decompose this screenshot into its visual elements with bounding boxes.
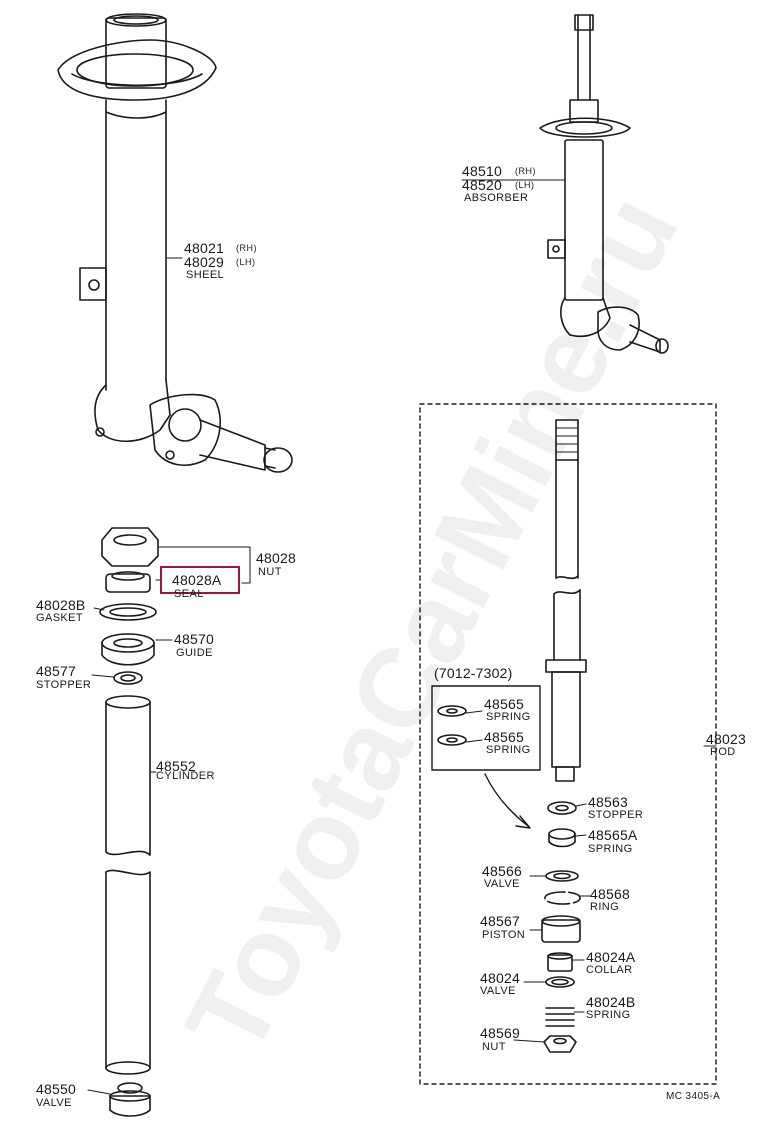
nut-top-number: 48028 xyxy=(256,550,296,566)
collar-name: COLLAR xyxy=(586,964,633,976)
absorber-rh-side: (RH) xyxy=(515,166,536,176)
absorber-name: ABSORBER xyxy=(464,192,529,204)
seal-name: SEAL xyxy=(174,588,204,600)
valve-bottom-number: 48550 xyxy=(36,1081,76,1097)
valve2-name: VALVE xyxy=(484,878,520,890)
gasket-number: 48028B xyxy=(36,597,86,613)
valve3-number: 48024 xyxy=(480,970,520,986)
piston-number: 48567 xyxy=(480,913,520,929)
shell-drawing xyxy=(57,13,293,473)
stopper-name: STOPPER xyxy=(36,679,92,691)
seal-number: 48028A xyxy=(172,572,222,588)
nut-top-name: NUT xyxy=(258,566,282,578)
valve3-name: VALVE xyxy=(480,985,516,997)
gasket-name: GASKET xyxy=(36,612,84,624)
shell-rh-side: (RH) xyxy=(236,243,257,253)
valve-bottom-name: VALVE xyxy=(36,1097,72,1109)
spring-a-number: 48565 xyxy=(484,696,524,712)
nut-bottom-name: NUT xyxy=(482,1041,506,1053)
shell-lh-number: 48029 xyxy=(184,254,224,270)
absorber-lh-side: (LH) xyxy=(515,180,535,190)
spring-d-name: SPRING xyxy=(586,1009,631,1021)
cylinder-number: 48552 xyxy=(156,758,196,774)
cylinder-name: CYLINDER xyxy=(156,770,215,782)
absorber-drawing xyxy=(539,14,669,354)
piston-name: PISTON xyxy=(482,929,526,941)
seal-callout-highlight xyxy=(160,566,240,594)
stopper2-name: STOPPER xyxy=(588,809,644,821)
seal-stack-drawing xyxy=(99,527,159,1117)
shell-name: SHEEL xyxy=(186,269,225,281)
stopper-number: 48577 xyxy=(36,663,76,679)
rod-drawing xyxy=(541,419,587,1053)
spring-a-name: SPRING xyxy=(486,711,531,723)
spring-b-number: 48565 xyxy=(484,729,524,745)
variant-note: (7012-7302) xyxy=(434,665,513,681)
spring-b-name: SPRING xyxy=(486,744,531,756)
shell-rh-number: 48021 xyxy=(184,240,224,256)
rod-number: 48023 xyxy=(706,731,746,747)
absorber-rh-number: 48510 xyxy=(462,163,502,179)
spring-c-number: 48565A xyxy=(588,827,638,843)
collar-number: 48024A xyxy=(586,949,636,965)
spring-d-number: 48024B xyxy=(586,994,636,1010)
guide-name: GUIDE xyxy=(176,647,213,659)
rod-box xyxy=(419,403,717,1085)
absorber-lh-number: 48520 xyxy=(462,177,502,193)
stopper2-number: 48563 xyxy=(588,794,628,810)
guide-number: 48570 xyxy=(174,631,214,647)
variant-box xyxy=(431,685,541,771)
nut-bottom-number: 48569 xyxy=(480,1025,520,1041)
rod-name: ROD xyxy=(710,746,736,758)
leader-lines xyxy=(87,179,717,1095)
spring-c-name: SPRING xyxy=(588,843,633,855)
valve2-number: 48566 xyxy=(482,863,522,879)
spring-washers-drawing xyxy=(437,705,467,746)
shell-lh-side: (LH) xyxy=(236,257,256,267)
ring-number: 48568 xyxy=(590,886,630,902)
footer-code: MC 3405-A xyxy=(666,1091,721,1102)
ring-name: RING xyxy=(590,901,620,913)
